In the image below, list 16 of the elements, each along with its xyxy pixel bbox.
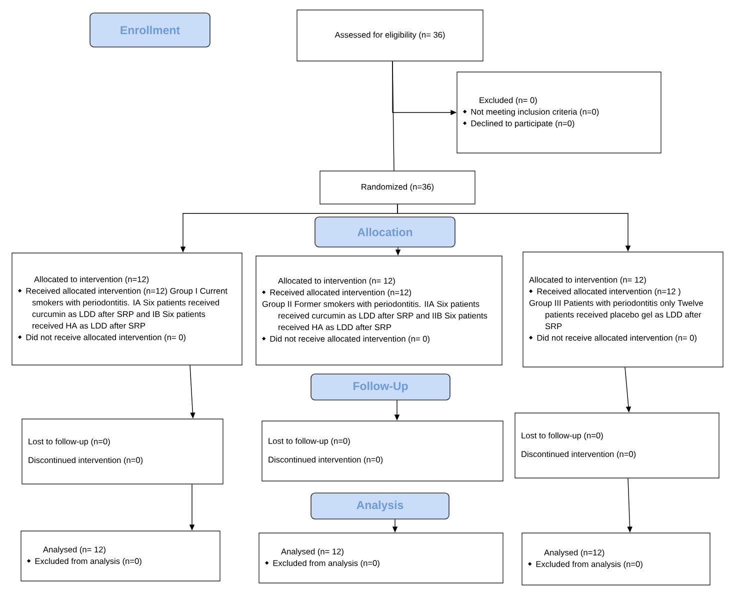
process-box: Randomized (n=36) — [320, 170, 476, 204]
stage-label-box: Enrollment — [90, 12, 210, 48]
process-box: Lost to follow-up (n=0) Discontinued intervention (n=0) — [262, 420, 504, 482]
stage-label-box: Follow-Up — [310, 374, 450, 400]
process-box: Allocated to intervention (n=12) Received allocated intervention (n=12) Group I Current smokers with periodontitis. IA Six patients received curcumin as LDD after SRP and IB Six patients received HA as LDD after SRP Did not receive allocated intervention (n= 0) — [12, 252, 242, 366]
process-box: Analysed (n= 12) Excluded from analysis (n=0) — [20, 530, 220, 582]
stage-label-box: Analysis — [310, 492, 450, 520]
process-box: Allocated to intervention (n= 12) Received allocated intervention (n=12 ) Group III Patients with periodontitis only Twelve patients received placebo gel as LDD after SRP Did not receive allocated intervention (n= 0) — [522, 252, 724, 368]
process-box: Analysed (n=12) Excluded from analysis (n=0) — [522, 532, 710, 586]
process-box: Excluded (n= 0) Not meeting inclusion criteria (n=0) Declined to participate (n=0) — [456, 72, 662, 154]
process-box: Lost to follow-up (n=0) Discontinued intervention (n=0) — [22, 418, 224, 484]
stage-label-box: Allocation — [314, 216, 456, 248]
process-box: Allocated to intervention (n= 12) Received allocated intervention (n=12) Group II Former smokers with periodontitis. IIA Six patients received curcumin as LDD after SRP and IIB Six patients received HA as LDD after SRP Did not receive allocated intervention (n= 0) — [256, 256, 502, 366]
process-box: Analysed (n= 12) Excluded from analysis (n=0) — [258, 532, 504, 584]
process-box: Lost to follow-up (n=0) Discontinued intervention (n=0) — [514, 412, 720, 478]
process-box: Assessed for eligibility (n= 36) — [296, 10, 484, 62]
